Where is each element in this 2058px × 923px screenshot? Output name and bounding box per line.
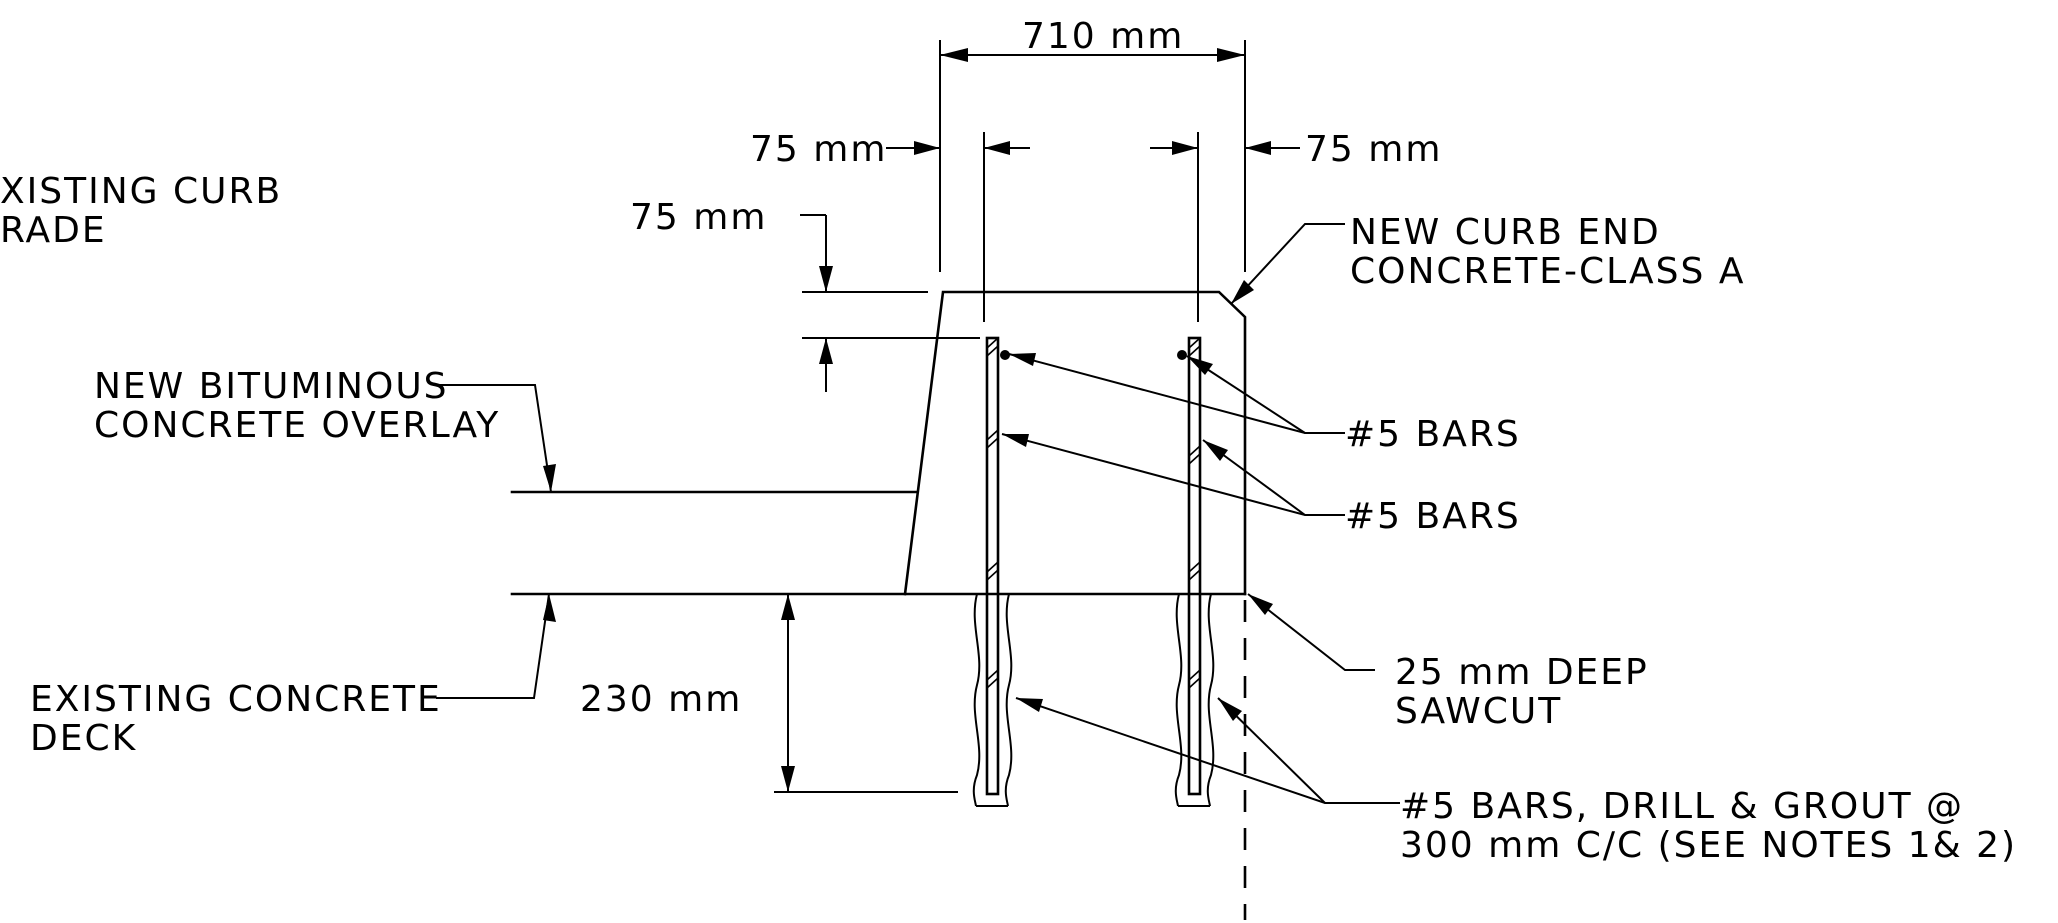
leader-bars-vertical	[1001, 433, 1345, 516]
label-deck-2: DECK	[30, 718, 137, 759]
right-bar-hatching	[1188, 337, 1201, 689]
leader-new-curb-end	[1230, 223, 1345, 305]
dim-75-left	[886, 132, 1030, 322]
label-710: 710 mm	[1022, 16, 1184, 57]
leader-bars-top	[1008, 353, 1345, 434]
label-bars-top: #5 BARS	[1345, 414, 1521, 455]
label-existing-curb-2: RADE	[0, 210, 107, 251]
dim-75-right	[1150, 132, 1300, 322]
left-vertical-bar	[985, 336, 1000, 796]
label-dowels-2: 300 mm C/C (SEE NOTES 1& 2)	[1400, 825, 2017, 866]
label-230: 230 mm	[580, 679, 742, 720]
label-deck-1: EXISTING CONCRETE	[30, 679, 442, 720]
label-new-curb-end-2: CONCRETE-CLASS A	[1350, 251, 1745, 292]
leader-overlay	[433, 384, 556, 493]
label-75-left: 75 mm	[750, 129, 887, 170]
label-overlay-1: NEW BITUMINOUS	[94, 366, 449, 407]
left-grout-hole	[972, 593, 1013, 807]
leader-deck	[436, 593, 556, 699]
dim-230	[774, 594, 958, 793]
label-sawcut-1: 25 mm DEEP	[1395, 652, 1649, 693]
label-dowels-1: #5 BARS, DRILL & GROUT @	[1400, 786, 1964, 827]
left-bar-hatching	[986, 337, 999, 689]
right-vertical-bar	[1187, 336, 1202, 796]
leader-dowels	[1015, 697, 1400, 804]
leader-sawcut	[1247, 593, 1375, 671]
dim-75-vertical	[800, 214, 980, 392]
curb-outline	[903, 290, 1247, 596]
label-overlay-2: CONCRETE OVERLAY	[94, 405, 500, 446]
label-sawcut-2: SAWCUT	[1395, 691, 1562, 732]
label-existing-curb-1: XISTING CURB	[0, 171, 282, 212]
label-75-right: 75 mm	[1305, 129, 1442, 170]
label-bars-vertical: #5 BARS	[1345, 496, 1521, 537]
left-top-bar-dot	[1000, 350, 1010, 360]
right-top-bar-dot	[1177, 350, 1187, 360]
label-75-vertical: 75 mm	[630, 197, 767, 238]
label-new-curb-end-1: NEW CURB END	[1350, 212, 1661, 253]
right-grout-hole	[1174, 593, 1215, 807]
dim-710	[939, 40, 1246, 272]
